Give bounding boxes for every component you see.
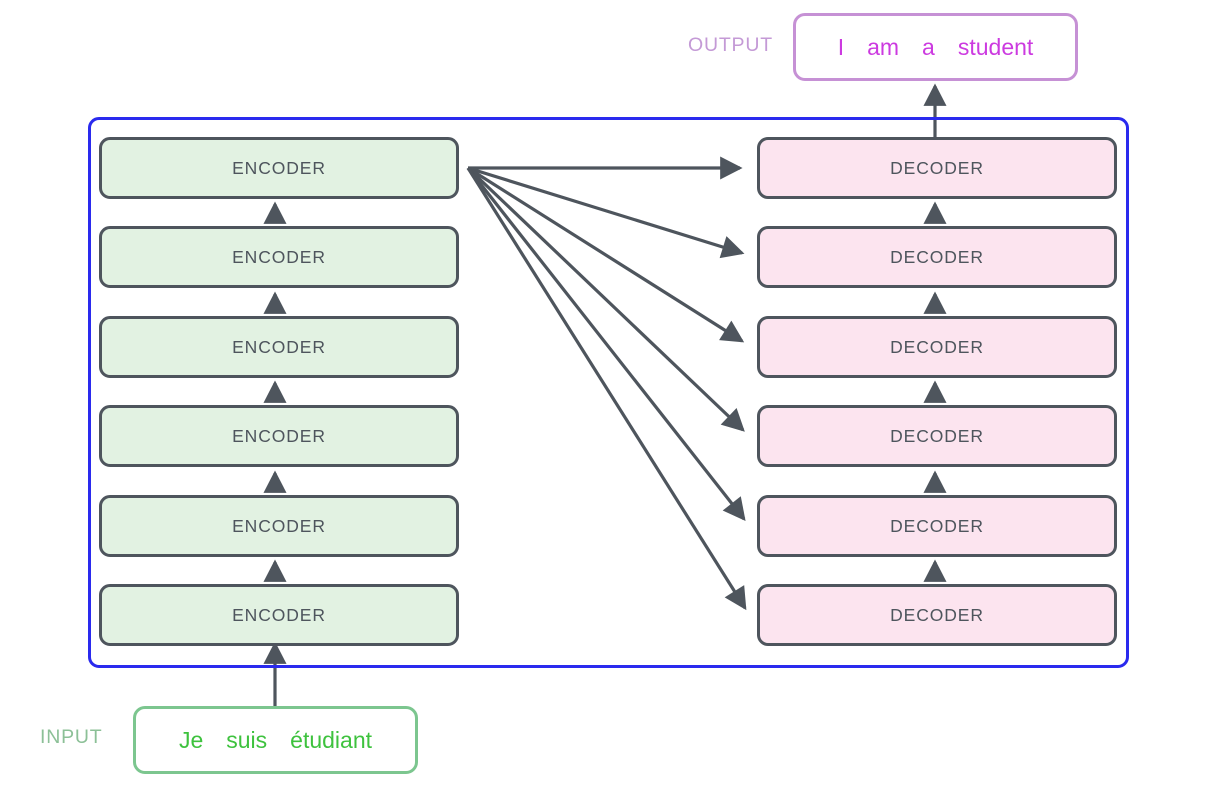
encoder-box-5[interactable]: ENCODER xyxy=(99,495,459,557)
encoder-box-2[interactable]: ENCODER xyxy=(99,226,459,288)
output-label: OUTPUT xyxy=(688,34,773,56)
encoder-box-6[interactable]: ENCODER xyxy=(99,584,459,646)
input-tokens: Je suis étudiant xyxy=(179,727,372,754)
output-box[interactable]: I am a student xyxy=(793,13,1078,81)
output-token-1: I xyxy=(837,33,845,60)
decoder-box-6[interactable]: DECODER xyxy=(757,584,1117,646)
encoder-box-3[interactable]: ENCODER xyxy=(99,316,459,378)
input-token-1: Je xyxy=(178,726,204,753)
encoder-box-1[interactable]: ENCODER xyxy=(99,137,459,199)
output-token-2: am xyxy=(867,33,900,60)
output-token-3: a xyxy=(922,33,935,60)
decoder-box-4[interactable]: DECODER xyxy=(757,405,1117,467)
transformer-model-frame xyxy=(88,117,1129,668)
decoder-box-1[interactable]: DECODER xyxy=(757,137,1117,199)
encoder-box-4[interactable]: ENCODER xyxy=(99,405,459,467)
output-tokens: I am a student xyxy=(838,34,1034,61)
decoder-box-3[interactable]: DECODER xyxy=(757,316,1117,378)
input-label: INPUT xyxy=(40,726,103,748)
input-box[interactable]: Je suis étudiant xyxy=(133,706,418,774)
decoder-box-5[interactable]: DECODER xyxy=(757,495,1117,557)
decoder-box-2[interactable]: DECODER xyxy=(757,226,1117,288)
input-token-3: étudiant xyxy=(290,726,373,753)
output-token-4: student xyxy=(957,33,1034,60)
input-token-2: suis xyxy=(226,726,268,753)
